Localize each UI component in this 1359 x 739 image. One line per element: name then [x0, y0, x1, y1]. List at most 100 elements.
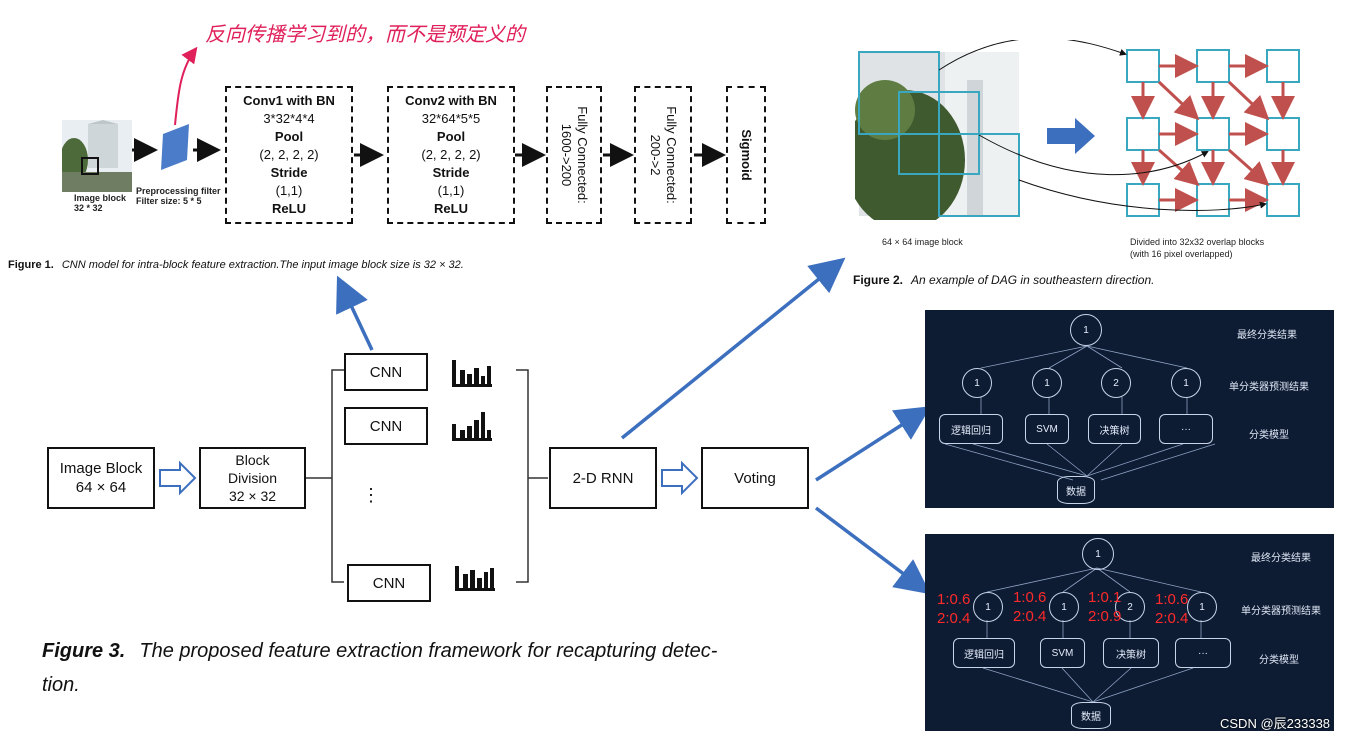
panel1-pred-node-4: 1 — [1171, 368, 1201, 398]
conv1-pool: Pool — [274, 129, 304, 144]
image-block-box: Image Block 64 × 64 — [47, 447, 155, 509]
rnn-label: 2-D RNN — [572, 469, 634, 487]
panel1-final-node: 1 — [1070, 314, 1102, 346]
cnn-box-2: CNN — [344, 407, 428, 445]
fig3-caption-text: The proposed feature extraction framewor… — [139, 640, 718, 662]
panel1-data-label: 数据 — [1066, 486, 1086, 498]
panel2-pred-node-2: 1 — [1049, 592, 1079, 622]
panel1-model-2: SVM — [1025, 414, 1069, 444]
panel2-model-3: 决策树 — [1103, 638, 1159, 668]
hollow-arrow-2 — [661, 460, 699, 496]
cnn-to-fig1-arrow — [336, 275, 374, 351]
panel2-prob-2b: 2:0.4 — [1013, 608, 1047, 625]
panel1-model-2-label: SVM — [1036, 423, 1058, 435]
conv2-stride-val: (1,1) — [437, 183, 465, 198]
panel1-pred-3: 2 — [1113, 377, 1119, 389]
panel1-pred-1: 1 — [974, 377, 980, 389]
fc2-box: Fully Connected: 200->2 — [634, 86, 692, 224]
conv1-stride: Stride — [270, 165, 308, 180]
fig2-right-label2: (with 16 pixel overlapped) — [1130, 249, 1233, 259]
panel2-prob-3b: 2:0.9 — [1088, 608, 1122, 625]
panel2-pred-node-3: 2 — [1115, 592, 1145, 622]
panel2-model-1-label: 逻辑回归 — [964, 649, 1004, 661]
preprocessing-filter-shape — [161, 124, 189, 170]
fig3-caption: Figure 3.The proposed feature extraction… — [42, 634, 802, 702]
cnn-box-1: CNN — [344, 353, 428, 391]
conv2-stride: Stride — [432, 165, 470, 180]
panel1-lines — [944, 345, 1216, 481]
panel1-bottom-label: 分类模型 — [1249, 430, 1289, 441]
conv1-box: Conv1 with BN 3*32*4*4 Pool (2, 2, 2, 2)… — [225, 86, 353, 224]
block-division-title: Block — [235, 452, 270, 468]
fig2-caption: Figure 2. An example of DAG in southeaste… — [853, 273, 1154, 287]
conv2-title: Conv2 with BN — [405, 93, 497, 108]
histogram-icon-3 — [455, 566, 495, 591]
panel1-pred-node-3: 2 — [1101, 368, 1131, 398]
conv2-act: ReLU — [434, 201, 468, 216]
conv1-act: ReLU — [272, 201, 306, 216]
cnn-label-3: CNN — [372, 574, 406, 592]
left-bracket — [306, 369, 344, 583]
filter-label: Preprocessing filter — [136, 186, 221, 196]
voting-box: Voting — [701, 447, 809, 509]
rnn-box: 2-D RNN — [549, 447, 657, 509]
sigmoid-label: Sigmoid — [739, 129, 754, 181]
filter-size: Filter size: 5 * 5 — [136, 196, 202, 206]
handwritten-annotation: 反向传播学习到的，而不是预定义的 — [205, 22, 525, 46]
annotation-arrow — [174, 46, 198, 126]
fig3-caption-text2: tion. — [42, 674, 80, 696]
histogram-icon-1 — [452, 360, 492, 387]
panel2-pred-1: 1 — [985, 601, 991, 613]
fig1-caption-text: CNN model for intra-block feature extrac… — [61, 259, 464, 271]
panel2-data-label: 数据 — [1081, 712, 1101, 723]
panel1-top-label: 最终分类结果 — [1237, 330, 1297, 341]
block-division-box: Block Division 32 × 32 — [199, 447, 306, 509]
voting-to-panel1-arrow — [815, 406, 931, 482]
image-block-label: Image block — [74, 193, 127, 203]
voting-to-panel2-arrow — [814, 506, 931, 595]
panel2-final-node: 1 — [1082, 538, 1114, 570]
panel2-prob-4b: 2:0.4 — [1155, 610, 1189, 627]
fig2-caption-label: Figure 2. — [853, 273, 904, 287]
panel1-model-3-label: 决策树 — [1099, 425, 1130, 437]
panel1-model-4: ··· — [1159, 414, 1213, 444]
watermark: CSDN @辰233338 — [1220, 716, 1331, 731]
fig2-right-label: Divided into 32x32 overlap blocks — [1130, 237, 1265, 247]
panel1-final-value: 1 — [1083, 324, 1089, 336]
rnn-to-fig2-arrow — [620, 257, 846, 440]
panel2-prob-1a: 1:0.6 — [937, 591, 971, 608]
fig2-left-label: 64 × 64 image block — [882, 237, 963, 247]
hollow-arrow-1 — [159, 460, 197, 496]
fc2-label: Fully Connected: 200->2 — [648, 106, 679, 204]
panel2-model-4: ··· — [1175, 638, 1231, 668]
panel1-model-3: 决策树 — [1088, 414, 1141, 444]
fig1-caption-label: Figure 1. — [8, 259, 54, 271]
panel1-pred-node-1: 1 — [962, 368, 992, 398]
voting-panel-1: 1 最终分类结果 1 1 2 1 单分类器预测结果 逻辑回归 SVM 决策树 ·… — [925, 310, 1334, 508]
panel1-pred-node-2: 1 — [1032, 368, 1062, 398]
panel2-pred-2: 1 — [1061, 601, 1067, 613]
panel1-data-node: 数据 — [1057, 476, 1095, 504]
conv2-pool-val: (2, 2, 2, 2) — [421, 147, 481, 162]
panel1-pred-2: 1 — [1044, 377, 1050, 389]
conv1-title: Conv1 with BN — [243, 93, 335, 108]
right-bracket — [516, 369, 548, 583]
fig2-caption-text: An example of DAG in southeastern direct… — [911, 273, 1155, 287]
image-block-size: 32 * 32 — [74, 203, 103, 213]
panel1-mid-label: 单分类器预测结果 — [1229, 382, 1309, 393]
cnn-label-2: CNN — [369, 417, 403, 435]
panel2-pred-node-4: 1 — [1187, 592, 1217, 622]
panel2-pred-4: 1 — [1199, 601, 1205, 613]
sigmoid-box: Sigmoid — [726, 86, 766, 224]
panel2-pred-node-1: 1 — [973, 592, 1003, 622]
conv2-dims: 32*64*5*5 — [421, 111, 481, 126]
conv1-dims: 3*32*4*4 — [263, 111, 315, 126]
panel2-data-node: 数据 — [1071, 702, 1111, 729]
fig1-caption: Figure 1. CNN model for intra-block featu… — [8, 259, 464, 271]
conv2-box: Conv2 with BN 32*64*5*5 Pool (2, 2, 2, 2… — [387, 86, 515, 224]
